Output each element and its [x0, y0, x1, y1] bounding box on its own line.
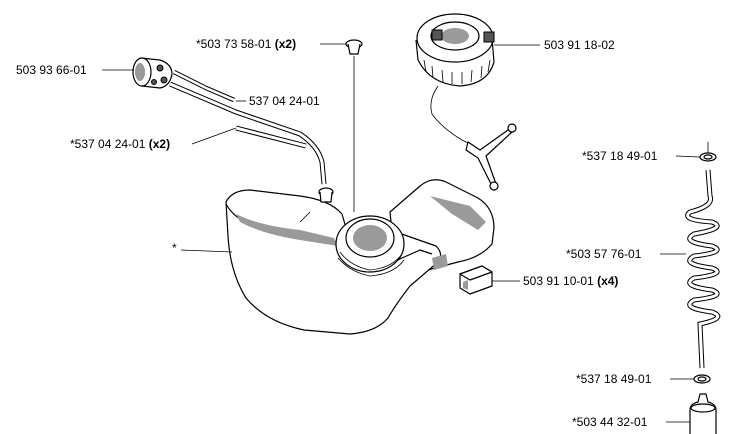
label-rubber-mount: 503 91 10-01 (x4) — [523, 274, 618, 288]
label-fuel-hose-1: 537 04 24-01 — [249, 94, 320, 108]
check-valve-top[interactable] — [345, 39, 363, 55]
o-ring-bottom[interactable] — [693, 374, 711, 384]
label-o-ring-top: *537 18 49-01 — [582, 149, 658, 163]
fuel-hose-short[interactable] — [172, 69, 235, 103]
tank-filler-neck — [335, 215, 405, 277]
o-ring-top[interactable] — [699, 152, 717, 162]
spiral-hose-assembly[interactable] — [685, 142, 721, 369]
tank-grommet[interactable] — [132, 57, 173, 89]
label-fuel-tank: * — [172, 241, 177, 255]
tank-cap[interactable] — [415, 13, 495, 87]
fuel-filter[interactable] — [689, 393, 717, 434]
check-valve-tank — [318, 187, 334, 203]
label-filter: *503 44 32-01 — [572, 415, 648, 429]
label-o-ring-bottom: *537 18 49-01 — [576, 372, 652, 386]
label-spiral-hose: *503 57 76-01 — [566, 247, 642, 261]
fuel-hose-long[interactable] — [169, 81, 327, 185]
leader-lines — [102, 43, 701, 423]
fuel-hose-second[interactable] — [235, 125, 307, 149]
label-fuel-hose-2: *537 04 24-01 (x2) — [70, 137, 170, 151]
label-grommet: 503 93 66-01 — [16, 63, 87, 77]
rubber-mount[interactable] — [459, 265, 493, 295]
cap-retainer-strap — [430, 85, 517, 191]
label-check-valve: *503 73 58-01 (x2) — [196, 37, 296, 51]
label-tank-cap: 503 91 18-02 — [544, 38, 615, 52]
